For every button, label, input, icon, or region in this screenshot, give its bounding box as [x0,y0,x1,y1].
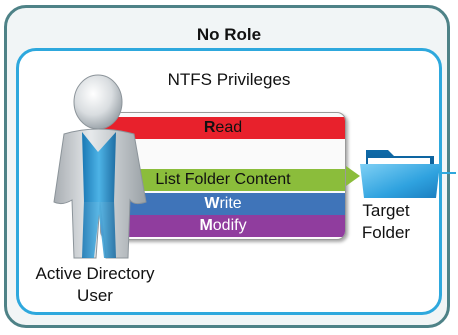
user-icon [53,74,147,259]
user-label-line2: User [77,286,113,305]
privilege-list-folder-content: List Folder Content [101,169,345,191]
privilege-list-label: List Folder Content [155,171,291,188]
privilege-write-rest: rite [219,195,242,212]
user-label: Active Directory User [20,263,170,307]
role-title: No Role [196,25,262,44]
folder-icon [360,150,440,198]
privileges-panel: Read List Folder Content Write Modify [100,112,346,240]
folder-label-line1: Target [362,201,410,220]
folder-label-line2: Folder [361,223,411,242]
user-label-line1: Active Directory [35,264,155,283]
privilege-modify-rest: odify [212,217,247,234]
ntfs-title: NTFS Privileges [167,70,291,89]
privilege-modify-initial: M [199,217,213,234]
access-arrow-icon [346,166,360,186]
folder-connector [440,172,456,174]
privilege-write: Write [101,193,345,215]
privilege-read-initial: R [203,119,216,136]
privilege-modify: Modify [101,215,345,237]
privilege-read: Read [101,117,345,139]
privilege-write-initial: W [204,195,220,212]
privilege-read-rest: ead [215,119,243,136]
folder-label: Target Folder [341,200,431,244]
